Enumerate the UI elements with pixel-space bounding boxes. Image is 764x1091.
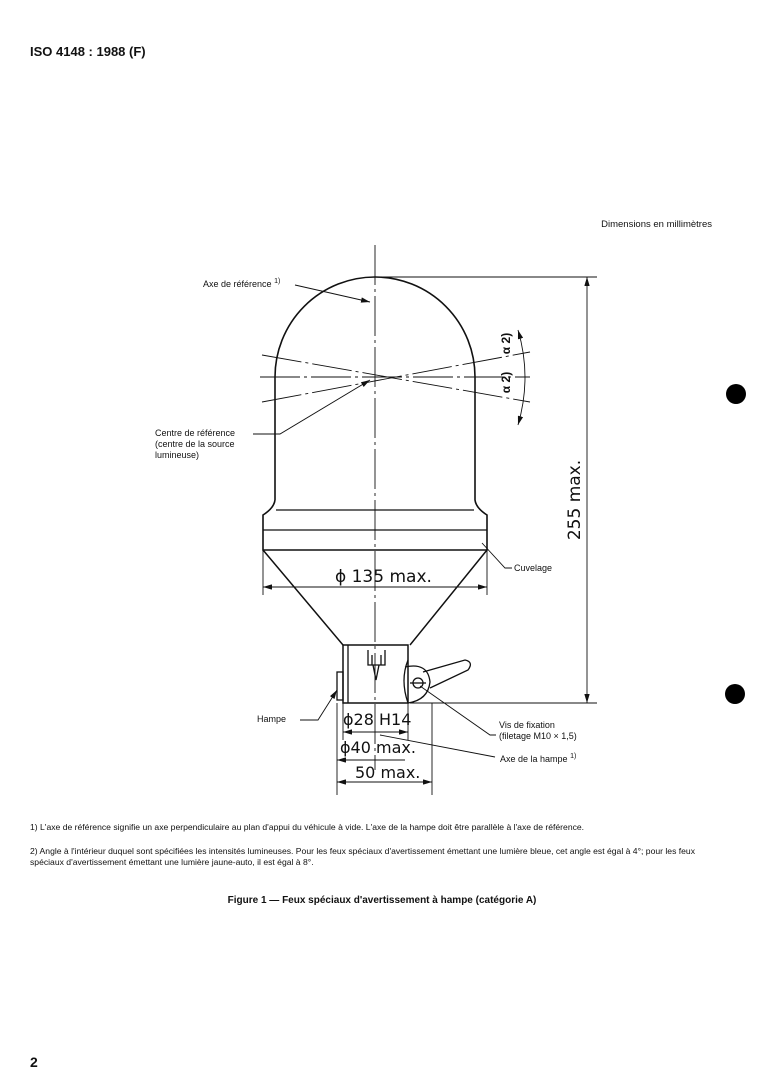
dim-diameter-135: ϕ 135 max. xyxy=(335,567,432,587)
label-vis-fixation: Vis de fixation(filetage M10 × 1,5) xyxy=(499,720,577,741)
label-alpha-lower: α 2) xyxy=(499,371,514,394)
units-note: Dimensions en millimètres xyxy=(601,219,712,230)
dim-height: 255 max. xyxy=(565,459,586,541)
label-axe-reference: Axe de référence 1) xyxy=(203,278,281,289)
label-cuvelage: Cuvelage xyxy=(514,563,553,573)
hampe-base xyxy=(342,644,409,704)
footnote-2: 2) Angle à l'intérieur duquel sont spéci… xyxy=(30,846,695,867)
footnote-1: 1) L'axe de référence signifie un axe pe… xyxy=(30,822,585,832)
dim-diameter-40: ϕ40 max. xyxy=(340,738,416,757)
dim-diameter-28: ϕ28 H14 xyxy=(343,710,412,729)
label-axe-hampe: Axe de la hampe 1) xyxy=(500,753,577,764)
label-hampe: Hampe xyxy=(257,714,287,724)
page-number: 2 xyxy=(30,1054,38,1070)
lamp-dome xyxy=(262,276,488,551)
document-header: ISO 4148 : 1988 (F) xyxy=(30,44,146,59)
punch-hole xyxy=(725,684,745,704)
cuvelage-cone xyxy=(262,549,488,646)
dim-width-50: 50 max. xyxy=(355,763,421,782)
fixing-screw xyxy=(403,659,472,704)
punch-hole xyxy=(726,384,746,404)
figure-caption: Figure 1 — Feux spéciaux d'avertissement… xyxy=(227,895,537,906)
label-alpha-upper: α 2) xyxy=(499,332,514,355)
